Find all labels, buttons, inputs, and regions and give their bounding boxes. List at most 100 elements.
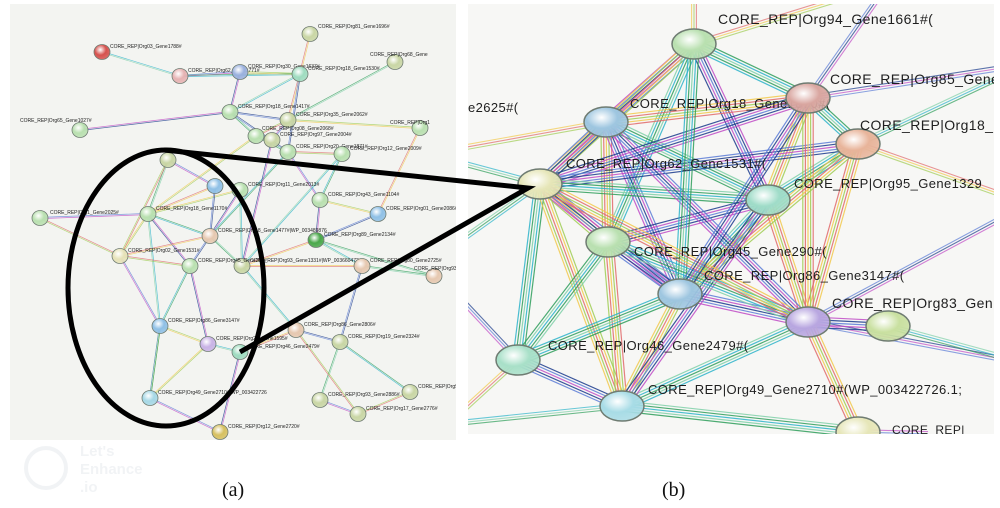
overview-node[interactable] [369, 206, 387, 222]
overview-node[interactable] [111, 248, 129, 264]
overview-node[interactable] [411, 120, 429, 136]
overview-node[interactable] [159, 152, 177, 168]
overview-node-label: CORE_REP|Org03_Gene1788# [110, 44, 182, 50]
zoom-out-edge [694, 4, 834, 47]
zoom-edge [609, 117, 813, 319]
zoom-node[interactable] [585, 226, 631, 258]
zoom-edge [606, 102, 809, 128]
zoom-edge [539, 97, 809, 185]
zoom-edge [762, 95, 804, 199]
zoom-node[interactable] [785, 82, 831, 114]
zoom-edge [625, 202, 773, 410]
overview-node[interactable] [211, 424, 229, 440]
overview-node[interactable] [231, 344, 249, 360]
overview-node[interactable] [279, 112, 297, 128]
network-zoom-graph: CORE_REP|Org94_Gene1661#(e2625#(CORE_REP… [468, 4, 994, 434]
zoom-node[interactable] [671, 28, 717, 60]
zoom-edge [621, 405, 859, 433]
overview-node[interactable] [279, 144, 297, 160]
overview-node-label: CORE_REP|Org20_Gene1871# [296, 144, 368, 150]
zoom-edge [515, 288, 679, 356]
watermark-line2: Enhance [80, 461, 143, 478]
overview-node[interactable] [331, 334, 349, 350]
overview-node[interactable] [291, 66, 309, 82]
zoom-edge [541, 182, 626, 406]
zoom-node[interactable] [835, 416, 881, 434]
network-overview-graph: CORE_REP|Org03_Gene1788#CORE_REP|Org81_G… [20, 24, 456, 440]
overview-node[interactable] [287, 322, 305, 338]
overview-node-label: CORE_REP|Org19_Gene2324# [348, 334, 420, 340]
overview-node[interactable] [349, 406, 367, 422]
overview-node-label: CORE_REP|Org17_Gene2776# [366, 406, 438, 412]
overview-edge [159, 265, 190, 326]
overview-node-label: CORE_REP|Org45_Gene290# [198, 258, 267, 264]
overview-node[interactable] [263, 132, 281, 148]
overview-node[interactable] [231, 182, 249, 198]
overview-node-label: CORE_REP|Org35_Gene2062# [296, 112, 368, 118]
zoom-out-edge [468, 119, 606, 145]
zoom-node[interactable] [745, 184, 791, 216]
overview-node[interactable] [247, 128, 265, 144]
zoom-edge [603, 123, 807, 325]
overview-node[interactable] [139, 206, 157, 222]
overview-edge [210, 152, 289, 237]
zoom-out-edge [809, 4, 878, 100]
zoom-out-edge [857, 143, 994, 193]
overview-node[interactable] [171, 68, 189, 84]
overview-node-label: CORE_REP|Org97_Gene2004# [280, 132, 352, 138]
overview-node-label: CORE_REP|Org23_Gene1595# [216, 336, 288, 342]
zoom-edge [623, 326, 811, 412]
zoom-edge [812, 319, 864, 431]
zoom-out-edge [807, 323, 994, 361]
zoom-node[interactable] [657, 278, 703, 310]
overview-node-label: CORE_REP|Org86_Gene3147# [168, 318, 240, 324]
zoom-node[interactable] [583, 106, 629, 138]
zoom-node[interactable] [599, 390, 645, 422]
zoom-node[interactable] [517, 168, 563, 200]
overview-edge [240, 71, 301, 74]
overview-node[interactable] [221, 104, 239, 120]
zoom-edge [516, 291, 680, 359]
zoom-edge [616, 291, 676, 404]
zoom-node[interactable] [785, 306, 831, 338]
overview-node[interactable] [141, 390, 159, 406]
zoom-edge [539, 140, 858, 183]
overview-edge [242, 265, 297, 330]
overview-node[interactable] [231, 64, 249, 80]
overview-edge [287, 61, 395, 120]
overview-edge [339, 265, 362, 342]
zoom-node[interactable] [495, 344, 541, 376]
overview-node[interactable] [201, 228, 219, 244]
overview-node[interactable] [311, 392, 329, 408]
overview-node[interactable] [386, 54, 404, 70]
overview-node[interactable] [206, 178, 224, 194]
overview-node[interactable] [307, 232, 325, 248]
overview-node[interactable] [333, 146, 351, 162]
zoom-edge [621, 321, 809, 407]
overview-edge [357, 391, 410, 414]
overview-edge [149, 398, 220, 433]
overview-node[interactable] [31, 210, 49, 226]
overview-node[interactable] [353, 258, 371, 274]
overview-node[interactable] [151, 318, 169, 334]
overview-node[interactable] [181, 258, 199, 274]
overview-node[interactable] [71, 122, 89, 138]
zoom-edge [622, 323, 810, 409]
overview-edge [358, 392, 411, 415]
zoom-node-label: CORE_REP|Org62_Gene1531#( [566, 156, 767, 171]
zoom-edge [539, 138, 858, 180]
overview-edge [79, 111, 230, 130]
overview-edge [209, 151, 288, 236]
zoom-node[interactable] [865, 310, 911, 342]
zoom-edge [538, 185, 808, 325]
zoom-out-edge [807, 68, 994, 99]
overview-node[interactable] [401, 384, 419, 400]
zoom-edge [802, 323, 854, 434]
overview-node[interactable] [199, 336, 217, 352]
network-zoom-panel: CORE_REP|Org94_Gene1661#(e2625#(CORE_REP… [468, 4, 994, 434]
overview-edge [148, 213, 191, 266]
overview-node[interactable] [93, 44, 111, 60]
overview-node[interactable] [301, 26, 319, 42]
overview-node[interactable] [311, 192, 329, 208]
zoom-node[interactable] [835, 128, 881, 160]
